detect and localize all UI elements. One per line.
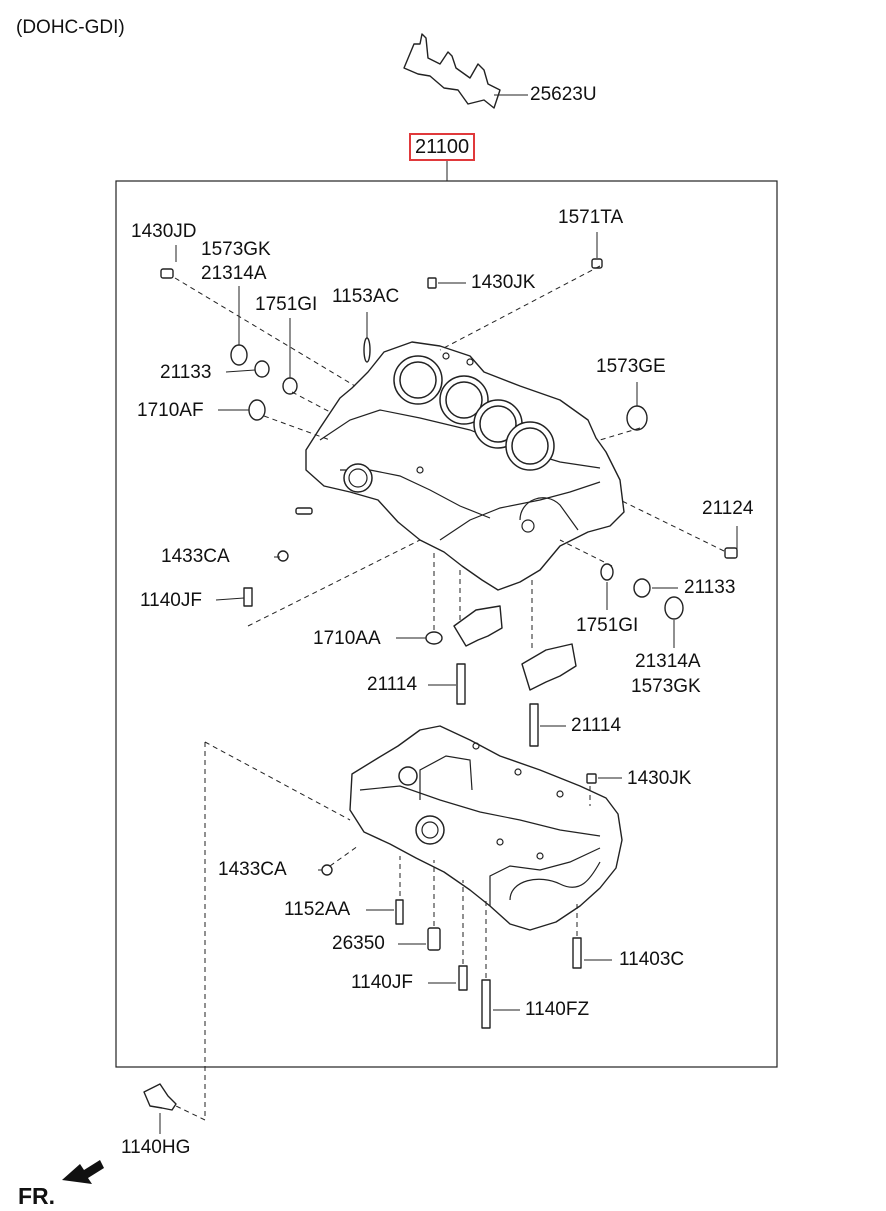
part-label-1433CA-bottom[interactable]: 1433CA <box>218 859 287 880</box>
part-label-1573GE[interactable]: 1573GE <box>596 356 666 377</box>
part-label-1571TA[interactable]: 1571TA <box>558 207 624 228</box>
part-label-1573GK-right[interactable]: 1573GK <box>631 676 701 697</box>
part-label-1430JK-bottom[interactable]: 1430JK <box>627 768 692 789</box>
part-label-1140HG[interactable]: 1140HG <box>121 1137 191 1158</box>
part-label-21314A-right[interactable]: 21314A <box>635 651 701 672</box>
part-label-21133-left[interactable]: 21133 <box>160 362 212 383</box>
cylinder-block-drawing <box>305 341 625 591</box>
engine-type-heading: (DOHC-GDI) <box>16 17 125 38</box>
part-label-1140JF-bottom[interactable]: 1140JF <box>351 972 413 993</box>
block-fittings <box>160 258 738 747</box>
front-direction-label: FR. <box>18 1183 56 1209</box>
part-label-21314A-top[interactable]: 21314A <box>201 263 267 284</box>
part-label-1430JD[interactable]: 1430JD <box>131 221 197 242</box>
part-label-1710AF[interactable]: 1710AF <box>137 400 204 421</box>
part-label-11403C[interactable]: 11403C <box>619 949 685 970</box>
block-leaders <box>174 232 738 727</box>
part-label-21124[interactable]: 21124 <box>702 498 754 519</box>
part-label-25623U[interactable]: 25623U <box>530 84 597 105</box>
part-label-1710AA[interactable]: 1710AA <box>313 628 381 649</box>
part-label-1430JK-top[interactable]: 1430JK <box>471 272 536 293</box>
part-label-21133-right[interactable]: 21133 <box>684 577 736 598</box>
part-label-21114-left[interactable]: 21114 <box>367 674 418 695</box>
part-label-1153AC[interactable]: 1153AC <box>332 286 400 307</box>
lower-case-drawing <box>349 725 623 931</box>
part-25623U-drawing <box>403 33 528 109</box>
part-label-26350[interactable]: 26350 <box>332 933 385 954</box>
part-label-1573GK-top[interactable]: 1573GK <box>201 239 271 260</box>
part-label-1140JF-top[interactable]: 1140JF <box>140 590 202 611</box>
part-label-1751GI-top[interactable]: 1751GI <box>255 294 318 315</box>
part-label-1152AA[interactable]: 1152AA <box>284 899 351 920</box>
front-arrow-icon <box>62 1160 104 1184</box>
part-label-1140FZ[interactable]: 1140FZ <box>525 999 590 1020</box>
lower-case-fittings <box>143 741 622 1134</box>
part-label-1433CA-top[interactable]: 1433CA <box>161 546 230 567</box>
assembly-frame <box>115 180 778 1068</box>
part-label-21114-right[interactable]: 21114 <box>571 715 622 736</box>
assembly-number-21100[interactable]: 21100 <box>409 133 476 161</box>
part-label-1751GI-right[interactable]: 1751GI <box>576 615 639 636</box>
